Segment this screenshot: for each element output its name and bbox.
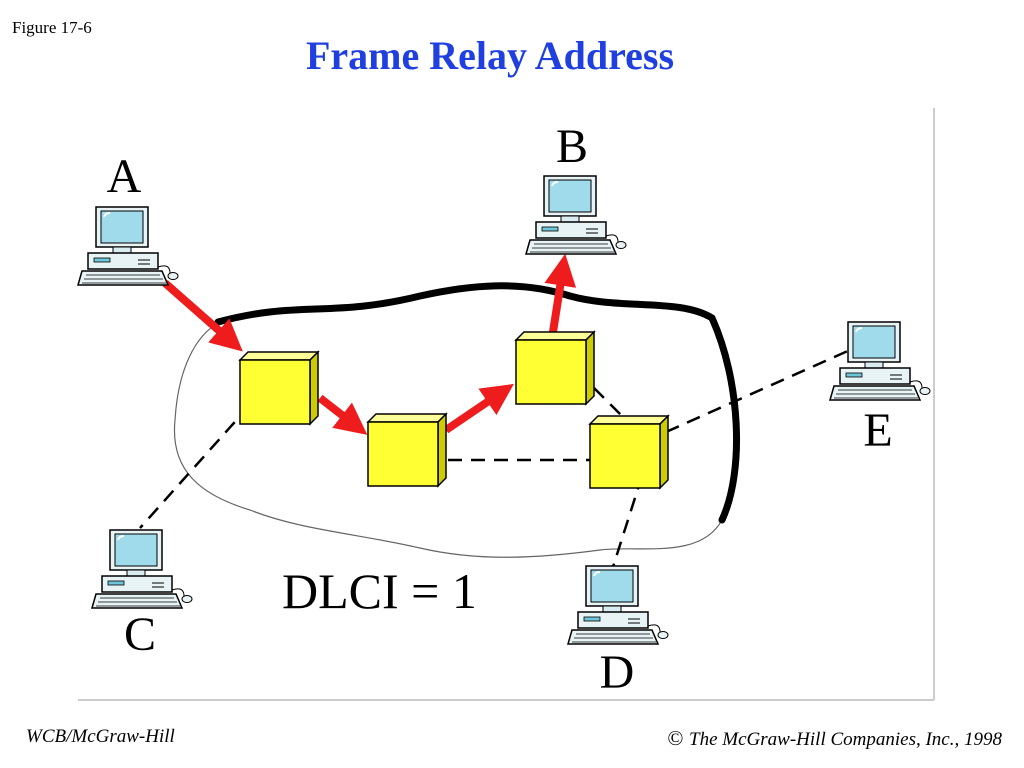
page-title: Frame Relay Address: [305, 33, 675, 78]
frame-relay-switch-3: [367, 413, 447, 487]
path-arrow-switch2-b: [544, 253, 577, 333]
frame-relay-switch-2: [515, 331, 595, 405]
frame-relay-switch-1: [239, 351, 319, 425]
node-label-a: A: [107, 150, 142, 203]
node-label-c: C: [124, 608, 156, 661]
footer-copyright: ©The McGraw-Hill Companies, Inc., 1998: [667, 726, 1002, 751]
computer-b: [525, 175, 627, 255]
link-switch4-d: [610, 475, 644, 571]
link-switch2-switch4: [593, 387, 627, 421]
node-label-d: D: [600, 646, 635, 699]
figure-label: Figure 17-6: [12, 18, 92, 37]
dlci-label: DLCI = 1: [282, 563, 477, 619]
footer-publisher: WCB/McGraw-Hill: [26, 726, 175, 747]
cloud-thick-edge: [214, 282, 740, 524]
node-label-b: B: [556, 120, 588, 173]
computer-e: [829, 321, 931, 401]
link-switch4-e: [665, 348, 851, 434]
computer-a: [77, 206, 179, 286]
copyright-symbol: ©: [667, 726, 684, 750]
path-arrow-switch1-switch3: [317, 394, 368, 435]
path-arrow-a-switch1: [162, 279, 243, 352]
computer-c: [91, 529, 193, 609]
footer-copyright-text: The McGraw-Hill Companies, Inc., 1998: [689, 729, 1002, 750]
frame-relay-switch-4: [589, 415, 669, 489]
node-label-e: E: [863, 404, 892, 457]
path-arrow-switch3-switch2: [443, 383, 514, 434]
computer-d: [567, 565, 669, 645]
link-switch1-c: [139, 404, 251, 529]
